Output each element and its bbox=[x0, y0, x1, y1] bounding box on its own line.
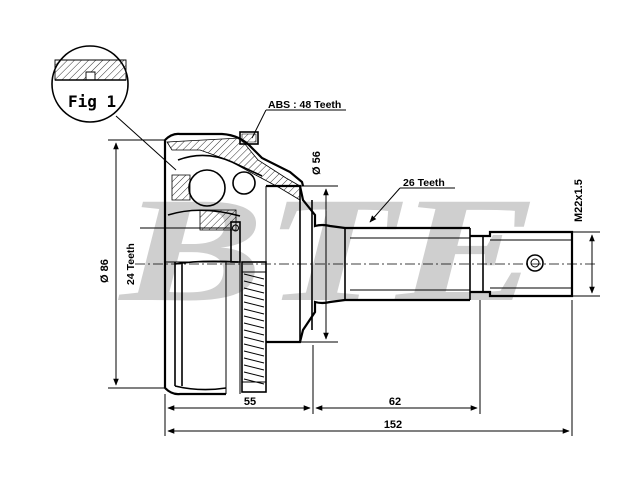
bell-housing bbox=[163, 132, 305, 396]
abs-sensor-detail bbox=[239, 131, 259, 145]
flange-neck bbox=[265, 184, 470, 344]
fig1-detail bbox=[51, 45, 177, 171]
figure-label: Fig 1 bbox=[68, 92, 116, 111]
inner-race bbox=[167, 154, 263, 263]
spline-shaft bbox=[344, 228, 574, 300]
abs-ring-teeth bbox=[243, 273, 265, 385]
dim-flange-diameter bbox=[300, 185, 338, 343]
spline-outer-label: 26 Teeth bbox=[403, 177, 445, 189]
overall-length-label: 152 bbox=[384, 419, 402, 431]
abs-leader bbox=[251, 109, 267, 139]
length-a-label: 55 bbox=[244, 396, 256, 408]
dim-outer-diameter bbox=[108, 139, 165, 389]
flange-diameter-label: Ø 56 bbox=[311, 151, 323, 175]
abs-teeth-label: ABS : 48 Teeth bbox=[268, 99, 341, 111]
thread-label: M22x1.5 bbox=[573, 179, 585, 222]
spline-inner-label: 24 Teeth bbox=[125, 243, 137, 285]
spline-leader bbox=[369, 187, 401, 223]
dim-extension-lines bbox=[164, 300, 573, 436]
outer-diameter-label: Ø 86 bbox=[99, 259, 111, 283]
length-b-label: 62 bbox=[389, 396, 401, 408]
dim-thread bbox=[572, 231, 600, 297]
